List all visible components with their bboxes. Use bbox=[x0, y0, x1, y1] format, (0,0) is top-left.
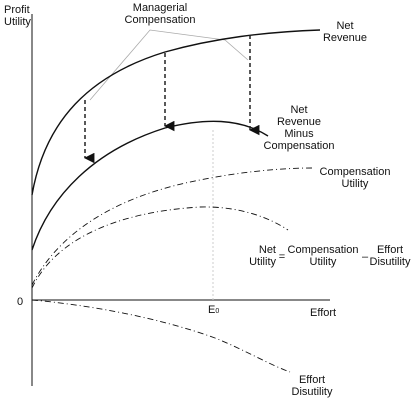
net-revenue-minus-compensation-label: Net Revenue Minus Compensation bbox=[263, 104, 335, 152]
net-utility-curve bbox=[31, 206, 289, 289]
net-revenue-label: Net Revenue bbox=[322, 20, 368, 44]
effort-disutility-curve bbox=[31, 299, 291, 373]
equation-effort-disutility: Effort Disutility bbox=[369, 244, 411, 268]
y-axis-label: Profit Utility bbox=[4, 4, 31, 28]
equation-compensation-utility: Compensation Utility bbox=[287, 244, 359, 268]
net-revenue-minus-compensation-curve bbox=[31, 120, 269, 251]
e0-label: E0 bbox=[208, 304, 219, 318]
origin-label: 0 bbox=[17, 296, 24, 308]
e0-subscript: 0 bbox=[215, 308, 220, 315]
compensation-utility-label: Compensation Utility bbox=[319, 166, 391, 190]
managerial-compensation-label: Managerial Compensation bbox=[124, 2, 196, 26]
x-axis-label: Effort bbox=[310, 307, 337, 319]
equation-minus: – bbox=[361, 251, 369, 263]
equation-net-utility: Net Utility bbox=[249, 244, 276, 268]
equation-equals: = bbox=[278, 251, 286, 263]
net-revenue-curve bbox=[31, 29, 321, 196]
effort-disutility-label: Effort Disutility bbox=[291, 374, 333, 398]
e0-letter: E bbox=[208, 304, 216, 316]
compensation-leader-lines bbox=[89, 29, 249, 101]
